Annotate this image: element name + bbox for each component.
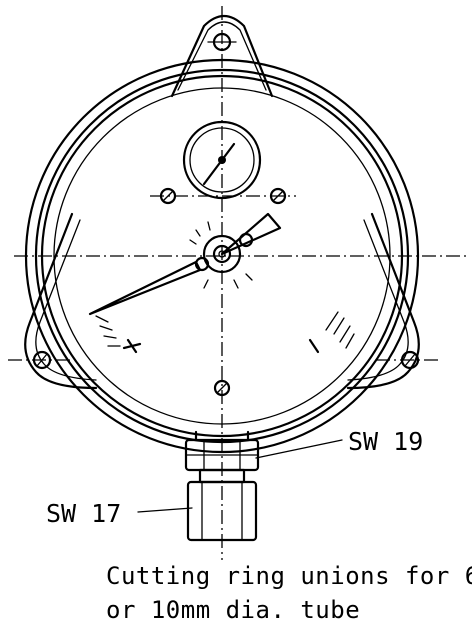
mounting-flange [24,14,420,390]
sw17-label: SW 17 [46,499,121,528]
gauge-pointer [88,212,282,316]
zero-adjust-screw [213,379,231,397]
caption-line-2: or 10mm dia. tube [106,596,360,624]
mounting-hole-left [32,350,52,370]
scale-ticks [95,311,355,354]
adjustment-screw-right [269,187,287,205]
caption-line-1: Cutting ring unions for 6,8 [106,562,472,590]
leader-lines [137,439,343,513]
process-connection [184,430,260,542]
mounting-hole-top [207,32,237,52]
mounting-hole-right [400,350,420,370]
auxiliary-dial [182,120,262,200]
pointer-pivot [189,221,254,289]
adjustment-screw-left [159,187,177,205]
sw19-label: SW 19 [348,427,423,456]
